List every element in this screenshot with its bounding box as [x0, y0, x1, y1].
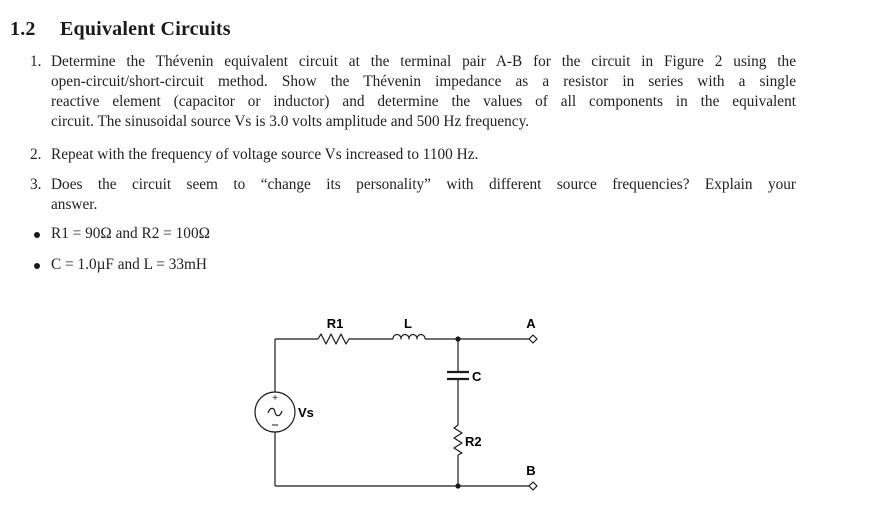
label-terminal-b: B [526, 463, 535, 478]
bullet-resistors: R1 = 90Ω and R2 = 100Ω [51, 225, 210, 242]
bullet-reactives: C = 1.0µF and L = 33mH [51, 256, 207, 273]
bullet-dot [34, 232, 40, 238]
item-3-line-2: answer. [51, 196, 98, 213]
item-3-text: Does the circuit seem to “change its per… [51, 175, 796, 215]
label-r2: R2 [465, 434, 482, 449]
label-c: C [472, 369, 482, 384]
label-vs: Vs [298, 405, 314, 420]
item-3-line-1: Does the circuit seem to “change its per… [51, 176, 796, 193]
plus-sign: + [272, 393, 278, 404]
label-terminal-a: A [526, 316, 536, 331]
capacitor-c [447, 370, 469, 381]
inductor-l [392, 333, 426, 340]
item-2-line-1: Repeat with the frequency of voltage sou… [51, 146, 479, 163]
terminal-b-diamond [528, 481, 538, 491]
bullet-dot [34, 263, 40, 269]
item-1-line-2: open-circuit/short-circuit method. Show … [51, 73, 796, 90]
junction-dot-bottom [455, 483, 461, 489]
section-title: Equivalent Circuits [60, 18, 231, 40]
item-1-number: 1. [30, 53, 42, 70]
resistor-r1 [317, 333, 352, 345]
section-heading: 1.2 Equivalent Circuits [10, 18, 231, 41]
item-2-text: Repeat with the frequency of voltage sou… [51, 145, 796, 165]
label-l: L [404, 316, 412, 331]
sine-icon [267, 407, 283, 417]
item-1-line-3: reactive element (capacitor or inductor)… [51, 93, 796, 110]
item-3-number: 3. [30, 176, 42, 193]
label-r1: R1 [327, 316, 344, 331]
resistor-r2 [453, 424, 463, 456]
item-2-number: 2. [30, 146, 42, 163]
junction-dot-top [455, 336, 461, 342]
voltage-source-circle [254, 391, 296, 433]
item-1-line-1: Determine the Thévenin equivalent circui… [51, 53, 796, 70]
item-1-text: Determine the Thévenin equivalent circui… [51, 52, 796, 132]
terminal-a-diamond [528, 334, 538, 344]
item-1-line-4: circuit. The sinusoidal source Vs is 3.0… [51, 113, 530, 130]
section-number: 1.2 [10, 18, 36, 40]
